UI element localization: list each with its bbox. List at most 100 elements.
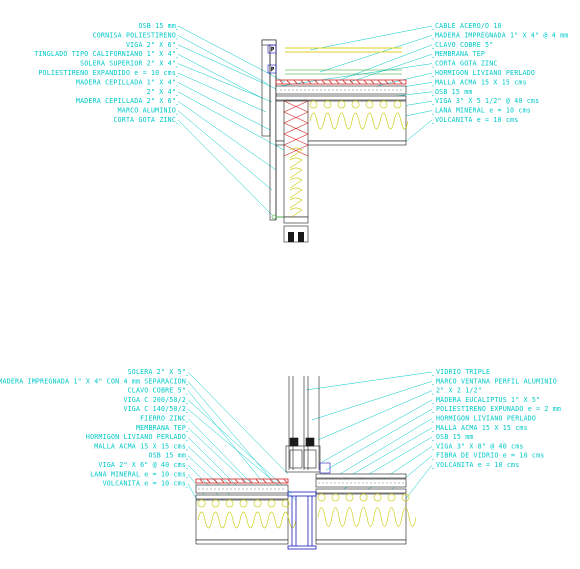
top-left-label: CORNISA POLIESTIRENO — [93, 31, 176, 39]
top-right-label: CORTA GOTA ZINC — [435, 60, 498, 68]
stud-cross-line — [283, 133, 309, 146]
bottom-detail: SOLERA 2" X 5"MADERA IMPREGNADA 1" X 4" … — [0, 368, 561, 550]
membrane-tick — [370, 80, 375, 84]
membrane-tick — [248, 479, 253, 483]
bottom-left-leader — [187, 381, 271, 479]
top-right-leader — [349, 53, 433, 83]
bottom-right-leader — [325, 408, 433, 471]
bottom-left-leader — [187, 399, 293, 495]
top-left-leader — [177, 25, 286, 83]
stud-cross-line — [283, 122, 309, 135]
top-left-label: CORTA GOTA ZINC — [113, 116, 176, 124]
bottom-right-label: VOLCANITA e = 10 cms — [436, 461, 519, 469]
top-left-leaders — [176, 25, 286, 216]
bottom-left-leader — [187, 418, 253, 485]
top-membrane-dots — [279, 80, 403, 84]
top-left-leader — [177, 91, 285, 151]
bottom-right-label: POLIESTIRENO EXPUNADO e = 2 mm — [436, 405, 561, 413]
top-left-leader — [177, 82, 271, 131]
bottom-left-label: FIERRO ZINC — [140, 415, 186, 423]
membrane-tick — [363, 80, 368, 84]
top-left-label: OSB 15 mm — [138, 22, 176, 30]
top-right-label: VIGA 3" X 5 1/2" @ 40 cms — [435, 97, 539, 105]
membrane-tick — [241, 479, 246, 483]
top-right-label: MALLA ACMA 15 X 15 cms — [435, 78, 527, 86]
top-right-leader — [309, 25, 433, 51]
membrane-tick — [300, 80, 305, 84]
bottom-right-label: MARCO VENTANA PERFIL ALUMINIO — [436, 377, 557, 385]
top-right-label: MADERA IMPREGNADA 1" X 4" @ 4 mm — [435, 31, 568, 39]
top-right-leader — [339, 44, 433, 81]
top-left-leader — [177, 72, 267, 113]
membrane-tick — [391, 80, 396, 84]
membrane-tick — [335, 80, 340, 84]
bottom-left-label: LANA MINERAL e = 10 cms — [90, 470, 186, 478]
membrane-tick — [262, 479, 267, 483]
membrane-tick — [328, 80, 333, 84]
svg-text:P: P — [271, 47, 274, 53]
bottom-right-label: HORMIGON LIVIANO PERLADO — [436, 415, 536, 423]
bottom-right-floor — [315, 473, 417, 545]
bottom-right-leader — [317, 390, 433, 441]
bottom-right-label: VIDRIO TRIPLE — [436, 368, 490, 376]
membrane-tick — [213, 479, 218, 483]
bottom-left-label: VIGA C 200/50/2 — [123, 396, 186, 404]
bottom-left-label: MALLA ACMA 15 X 15 cms — [94, 442, 186, 450]
top-left-leader — [177, 44, 284, 93]
bottom-left-floor — [195, 478, 297, 545]
top-wall-insulation — [289, 147, 303, 219]
top-right-leader — [403, 119, 433, 144]
bottom-right-label: MADERA EUCALIPTUS 1" X 5" — [436, 396, 540, 404]
bottom-left-label: VIGA C 140/50/2 — [123, 405, 186, 413]
bottom-left-label: SOLERA 2" X 5" — [128, 368, 186, 376]
membrane-tick — [349, 80, 354, 84]
membrane-tick — [384, 80, 389, 84]
bottom-right-leader — [329, 418, 433, 481]
top-right-label: MEMBRANA TEP — [435, 50, 485, 58]
membrane-tick — [199, 479, 204, 483]
bottom-right-label: FIBRA DE VIDRIO e = 10 cms — [436, 452, 544, 460]
bottom-right-leader — [311, 381, 433, 421]
svg-text:P: P — [271, 67, 274, 73]
top-left-label: 2" X 4" — [147, 88, 176, 96]
top-right-label: OSB 15 mm — [435, 88, 473, 96]
bottom-left-label: OSB 15 mm — [148, 452, 186, 460]
membrane-tick — [220, 479, 225, 483]
bottom-left-label: HORMIGON LIVIANO PERLADO — [86, 433, 186, 441]
bottom-left-leader — [187, 371, 289, 475]
top-left-label: MARCO ALUMINIO — [118, 107, 176, 115]
membrane-tick — [342, 80, 347, 84]
bottom-right-label: MALLA ACMA 15 X 15 cms — [436, 424, 528, 432]
stud-cross-line — [283, 100, 309, 113]
membrane-tick — [276, 479, 281, 483]
top-wall-section: P P — [261, 39, 277, 221]
membrane-tick — [255, 479, 260, 483]
top-left-label: MADERA CEPILLADA 2" X 6" — [76, 97, 176, 105]
bottom-left-leader — [187, 427, 247, 483]
bottom-left-label: MEMBRANA TEP — [136, 424, 186, 432]
membrane-tick — [286, 80, 291, 84]
membrane-tick — [234, 479, 239, 483]
bottom-left-leader — [187, 446, 237, 492]
top-right-leader — [279, 63, 433, 87]
top-right-leader — [319, 35, 433, 73]
membrane-tick — [321, 80, 326, 84]
bottom-window-frame — [285, 376, 331, 474]
top-cornice — [285, 47, 402, 53]
top-left-leader — [177, 100, 277, 171]
top-left-label: MADERA CEPILLADA 1" X 4" — [76, 78, 176, 86]
top-left-label: POLIESTIRENO EXPANDIDO e = 10 cms — [38, 69, 176, 77]
bottom-left-label: MADERA IMPREGNADA 1" X 4" CON 4 mm SEPAR… — [0, 377, 186, 385]
bottom-right-fiberglass — [317, 493, 417, 527]
membrane-tick — [279, 80, 284, 84]
bottom-left-leader — [187, 436, 241, 490]
bottom-left-labels: SOLERA 2" X 5"MADERA IMPREGNADA 1" X 4" … — [0, 368, 186, 488]
bottom-right-label: OSB 15 mm — [436, 433, 474, 441]
membrane-tick — [293, 80, 298, 84]
top-green-hatch — [285, 69, 402, 75]
top-left-leader — [177, 35, 269, 85]
